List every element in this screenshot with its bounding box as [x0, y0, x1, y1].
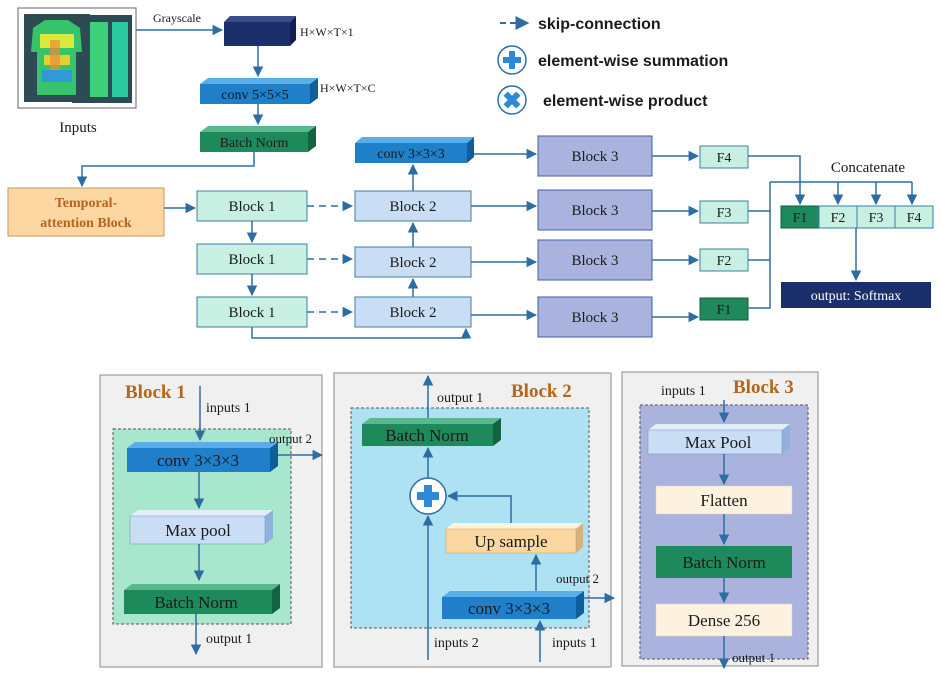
feature-f1	[699, 297, 749, 321]
block2-bn-block	[362, 418, 501, 446]
block2-row1-label: Block 2	[389, 199, 436, 215]
legend-skip-label: skip-connection	[538, 16, 661, 33]
concat-f1-label: F1	[793, 211, 808, 226]
block3-pool-block	[647, 424, 790, 455]
feature-f4	[699, 145, 749, 169]
block3-row0-label: Block 3	[571, 149, 618, 165]
block1-row2	[196, 243, 308, 275]
concat-f4	[894, 205, 934, 229]
concat-f4-label: F4	[907, 211, 922, 226]
feature-f3	[699, 200, 749, 224]
block2-row1	[354, 190, 472, 222]
block3-flatten-label: Flatten	[700, 491, 748, 510]
concat-f2-label: F2	[831, 211, 846, 226]
block2-output1-label: output 1	[437, 391, 483, 406]
conv555-block	[200, 78, 318, 104]
block2-row2	[354, 246, 472, 278]
block3-flatten-block	[655, 485, 793, 515]
block3-row1	[537, 189, 653, 231]
block3-detail-title: Block 3	[733, 377, 794, 398]
inputs-label: Inputs	[59, 120, 97, 136]
block2-upsample-block	[445, 523, 583, 554]
summation-icon	[497, 45, 527, 75]
temporal-attention-block	[7, 187, 165, 237]
temporal-label-line1: Temporal-	[55, 196, 118, 211]
block2-inputs1-label: inputs 1	[552, 636, 597, 651]
legend-sum-label: element-wise summation	[538, 53, 728, 70]
block1-output2-label: output 2	[269, 431, 312, 446]
block3-row3-label: Block 3	[571, 310, 618, 326]
product-icon	[497, 85, 527, 115]
block3-output1-label: output 1	[732, 650, 775, 665]
block1-inputs-label: inputs 1	[206, 401, 251, 416]
legend-product-label: element-wise product	[543, 93, 708, 110]
block2-row2-label: Block 2	[389, 255, 436, 271]
block1-row1-label: Block 1	[228, 199, 275, 215]
block2-upsample-to-sum-arrow	[446, 490, 512, 523]
block1-row2-label: Block 1	[228, 252, 275, 268]
shape-label-c: H×W×T×C	[320, 81, 376, 95]
block1-detail-title: Block 1	[125, 382, 186, 403]
top-conv333-block	[355, 137, 474, 163]
block1-row3-label: Block 1	[228, 305, 275, 321]
block1-bn-label: Batch Norm	[154, 593, 238, 612]
block1-bn-block	[124, 584, 280, 614]
concatenate-label: Concatenate	[831, 160, 905, 176]
conv555-label: conv 5×5×5	[221, 88, 289, 103]
feature-f2-label: F2	[717, 254, 732, 269]
block2-inputs2-label: inputs 2	[434, 636, 479, 651]
block1-conv-block	[127, 442, 278, 472]
shape-label-1: H×W×T×1	[300, 25, 354, 39]
block2-output2-label: output 2	[556, 571, 599, 586]
top-batchnorm-label: Batch Norm	[220, 136, 289, 151]
concat-f3-label: F3	[869, 211, 884, 226]
grayscale-label: Grayscale	[153, 11, 201, 25]
feature-f1-label: F1	[717, 303, 732, 318]
connector-f1	[748, 260, 771, 309]
feature-f3-label: F3	[717, 206, 732, 221]
block3-row2	[537, 239, 653, 281]
block1-row3	[196, 296, 308, 328]
block2-bn-label: Batch Norm	[385, 426, 469, 445]
block3-bn-block	[656, 546, 792, 578]
block3-row1-label: Block 3	[571, 203, 618, 219]
block2-conv-label: conv 3×3×3	[468, 599, 550, 618]
block3-inputs-label: inputs 1	[661, 384, 706, 399]
block3-row0	[537, 135, 653, 177]
top-batchnorm-block	[200, 126, 316, 152]
block3-dense-block	[655, 603, 793, 637]
block2-conv-block	[442, 591, 584, 619]
temporal-label-line2: attention Block	[40, 216, 132, 231]
arrow-bn-to-temporal	[76, 152, 255, 188]
inputs-image-stack	[17, 7, 137, 109]
output-softmax-label: output: Softmax	[811, 289, 902, 304]
block2-summation-icon	[409, 477, 447, 515]
top-conv333-label: conv 3×3×3	[377, 147, 445, 162]
block2-upsample-label: Up sample	[474, 532, 547, 551]
block1-pool-label: Max pool	[165, 521, 231, 540]
block2-row3-label: Block 2	[389, 305, 436, 321]
block3-pool-label: Max Pool	[685, 433, 752, 452]
block1-conv-label: conv 3×3×3	[157, 451, 239, 470]
feature-f4-label: F4	[717, 151, 732, 166]
connector-f3	[748, 182, 771, 212]
block1-pool-block	[129, 510, 273, 545]
connector-f2	[748, 211, 771, 261]
block3-row2-label: Block 3	[571, 253, 618, 269]
output-softmax-box	[781, 282, 931, 308]
block2-detail-title: Block 2	[511, 381, 572, 402]
block3-dense-label: Dense 256	[688, 611, 760, 630]
block1-output1-label: output 1	[206, 632, 252, 647]
connector-f4	[748, 155, 806, 206]
arrow-b1-r3-to-b2-r3	[251, 327, 472, 339]
block3-bn-label: Batch Norm	[682, 553, 766, 572]
block2-row3	[354, 296, 472, 328]
grayscale-tensor	[224, 16, 296, 46]
